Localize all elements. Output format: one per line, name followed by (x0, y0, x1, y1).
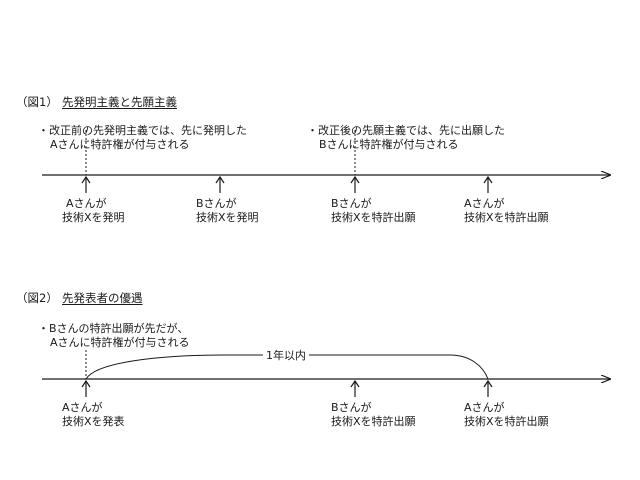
fig2-event-actor: Aさんが (62, 401, 103, 414)
fig1-note-left: ・改正前の先発明主義では、先に発明した Aさんに特許権が付与される (38, 124, 247, 152)
fig1-event-marker-a-file (483, 175, 493, 193)
fig1-note-right-line1: ・改正後の先願主義では、先に出願した (307, 124, 505, 137)
fig2-event-label: Aさんが 技術Xを特許出願 (464, 401, 549, 429)
fig2-event-actor: Bさんが (331, 401, 372, 414)
fig1-note-left-line1: ・改正前の先発明主義では、先に発明した (38, 124, 247, 137)
fig2-note-line2: Aさんに特許権が付与される (50, 336, 190, 349)
fig2-event-marker-b-file (350, 379, 360, 397)
fig2-event-label: Aさんが 技術Xを発表 (62, 401, 125, 429)
fig1-event-action: 技術Xを発明 (62, 211, 125, 224)
fig1-event-marker-a-invent (81, 175, 91, 193)
fig1-event-actor: Bさんが (196, 197, 237, 210)
fig1-event-actor: Aさんが (464, 197, 505, 210)
fig1-event-label: Aさんが 技術Xを特許出願 (464, 197, 549, 225)
fig1-event-actor: Aさんが (66, 197, 107, 210)
fig1-event-actor: Bさんが (331, 197, 372, 210)
fig2-note: ・Bさんの特許出願が先だが、 Aさんに特許権が付与される (38, 322, 190, 350)
fig1-event-action: 技術Xを発明 (196, 211, 259, 224)
fig2-title: 先発表者の優遇 (62, 291, 143, 305)
fig2-event-action: 技術Xを発表 (62, 415, 125, 428)
fig1-number: （図1） (16, 95, 58, 109)
fig1-title: 先発明主義と先願主義 (62, 95, 177, 109)
fig2-number: （図2） (16, 291, 58, 305)
fig2-event-actor: Aさんが (464, 401, 505, 414)
fig1-event-action: 技術Xを特許出願 (331, 211, 416, 224)
fig1-note-right: ・改正後の先願主義では、先に出願した Bさんに特許権が付与される (307, 124, 505, 152)
fig1-note-left-line2: Aさんに特許権が付与される (50, 138, 190, 151)
fig2-event-action: 技術Xを特許出願 (464, 415, 549, 428)
fig1-note-right-line2: Bさんに特許権が付与される (319, 138, 459, 151)
fig2-event-marker-a-announce (81, 379, 91, 397)
fig2-note-line1: ・Bさんの特許出願が先だが、 (38, 322, 189, 335)
fig2-span-arc (85, 354, 489, 380)
fig2-event-label: Bさんが 技術Xを特許出願 (331, 401, 416, 429)
fig1-event-marker-b-file (350, 175, 360, 193)
fig1-event-label: Bさんが 技術Xを特許出願 (331, 197, 416, 225)
fig2-event-marker-a-file (483, 379, 493, 397)
fig1-event-label: Bさんが 技術Xを発明 (196, 197, 259, 225)
fig1-event-marker-b-invent (215, 175, 225, 193)
fig1-event-label: Aさんが 技術Xを発明 (62, 197, 125, 225)
fig2-span-label: 1年以内 (263, 349, 309, 363)
fig1-event-action: 技術Xを特許出願 (464, 211, 549, 224)
fig2-event-action: 技術Xを特許出願 (331, 415, 416, 428)
